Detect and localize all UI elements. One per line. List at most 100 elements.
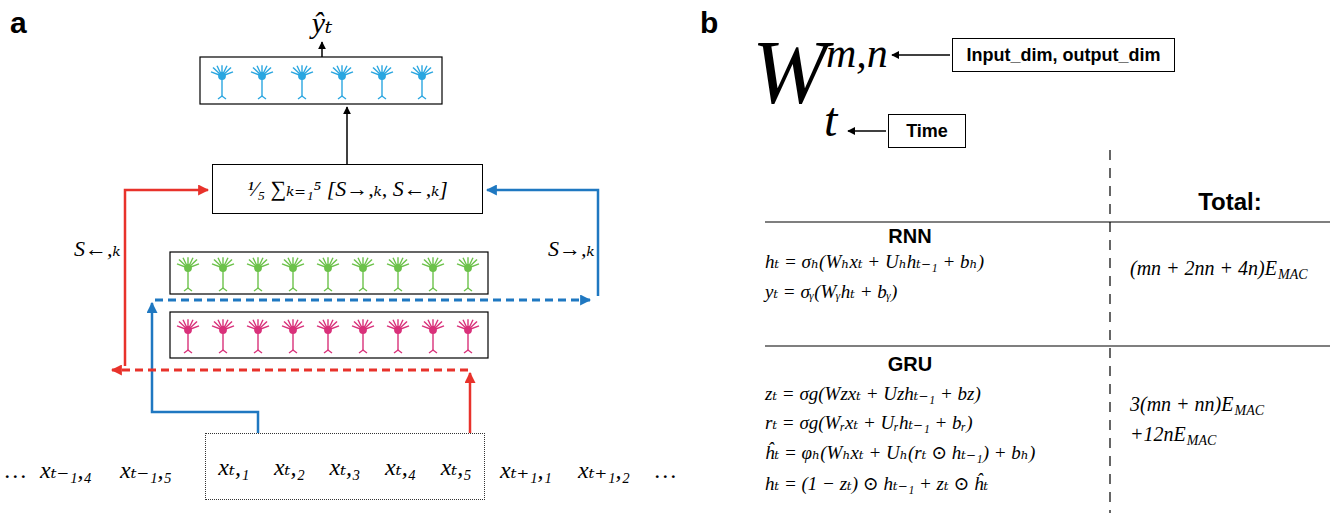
neuron-icon [177,257,199,291]
axon [467,333,468,350]
neuron-icon [352,257,374,291]
soma [185,327,191,333]
neuron-icon [212,319,234,353]
weight-symbol: W [752,28,827,118]
forward-input-line [152,303,258,433]
output-layer [200,57,442,104]
cost-formula: (mn + 2nn + 4n)E [1130,258,1277,278]
soma [185,265,191,271]
weight-subscript: t [824,96,837,144]
axon [187,333,188,350]
axon [421,79,422,96]
backward-layer [170,312,488,358]
axon-terminal [359,288,367,291]
arrow [346,107,348,164]
node-text: xₜ,₁ [218,455,249,479]
table-rule [765,345,1330,346]
axon [397,333,398,350]
backward-state-line [125,190,208,366]
axon [381,79,382,96]
neuron-icon [352,319,374,353]
axon-terminal [258,96,266,99]
axon [222,271,223,288]
average-box: ¹⁄₅ ∑ₖ₌₁⁵ [S→,ₖ, S←,ₖ] [212,164,483,214]
input-symbol: xₜ₊₁,₁ [500,458,552,482]
axon-terminal [359,350,367,353]
soma [430,327,436,333]
weight-superscript: m,n [826,32,888,74]
backward-input-line [469,373,472,433]
axon-terminal [184,288,192,291]
cost-formula: 3(mn + nn)E [1130,394,1233,414]
axon-terminal [418,96,426,99]
axon-terminal [464,350,472,353]
forward-dashed-line [155,299,590,302]
soma [255,265,261,271]
axon [261,79,262,96]
axon-terminal [338,96,346,99]
state-label: S←,ₖ [74,238,121,260]
soma [339,73,345,79]
ellipsis: … [5,458,26,482]
axon-terminal [429,288,437,291]
node-text: Time [906,122,948,140]
neuron-icon [282,257,304,291]
soma [465,327,471,333]
neuron-icon [411,65,433,99]
axon [257,333,258,350]
axon [467,271,468,288]
axon-terminal [394,288,402,291]
axon [327,333,328,350]
axon [362,333,363,350]
neuron-icon [331,65,353,99]
cost-subscript: MAC [1234,404,1264,418]
soma [259,73,265,79]
input-symbol: xₜ₋₁,₄ [40,458,92,482]
neuron-icon [247,319,269,353]
axon [221,79,222,96]
input-symbol: xₜ₊₁,₂ [578,458,630,482]
soma [430,265,436,271]
soma [360,265,366,271]
neuron-icon [212,257,234,291]
soma [299,73,305,79]
axon [187,271,188,288]
neuron-icon [422,257,444,291]
axon-terminal [254,288,262,291]
axon [222,333,223,350]
state-label: S→,ₖ [548,238,595,260]
axon-terminal [184,350,192,353]
axon-terminal [394,350,402,353]
neuron-icon [387,257,409,291]
equation: rₜ = σg(Wᵣxₜ + Uᵣhₜ₋₁ + bᵣ) [765,413,973,432]
cost-formula: +12nE [1130,424,1186,444]
soma [395,327,401,333]
neuron-icon [317,319,339,353]
soma [379,73,385,79]
neuron-icon [291,65,313,99]
soma [465,265,471,271]
forward-state-line [487,190,598,296]
equation: yₜ = σᵧ(Wᵧhₜ + bᵧ) [765,282,897,301]
soma [255,327,261,333]
annotation-box: Time [888,114,966,148]
neuron-icon [282,319,304,353]
row-header: GRU [888,354,932,374]
node-text: ¹⁄₅ ∑ₖ₌₁⁵ [S→,ₖ, S←,ₖ] [247,178,448,200]
axon [292,333,293,350]
equation: zₜ = σg(Wzxₜ + Uzhₜ₋₁ + bz) [765,384,981,403]
arrow [321,42,323,57]
soma [290,265,296,271]
input-window-box: xₜ,₁xₜ,₂xₜ,₃xₜ,₄xₜ,₅ [205,433,485,500]
axon-terminal [324,350,332,353]
input-symbol: xₜ₋₁,₅ [120,458,172,482]
axon-terminal [219,288,227,291]
axon-terminal [298,96,306,99]
soma [290,327,296,333]
soma [419,73,425,79]
node-text: xₜ,₅ [441,455,472,479]
annotation-box: Input_dim, output_dim [952,38,1175,72]
node-text: xₜ,₃ [330,455,361,479]
neuron-icon [317,257,339,291]
neuron-icon [247,257,269,291]
